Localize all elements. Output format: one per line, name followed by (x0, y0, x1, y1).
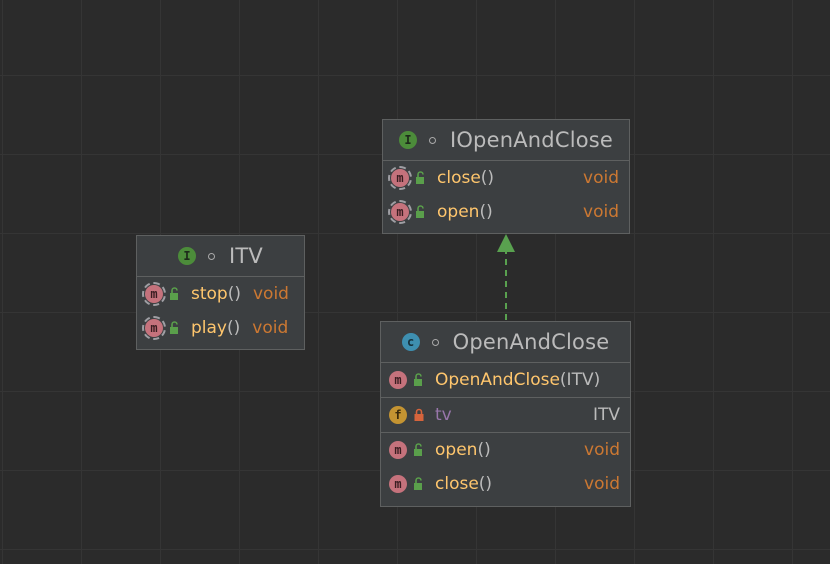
public-visibility-icon (170, 287, 178, 300)
member-params: () (478, 474, 493, 494)
public-visibility-icon (416, 205, 424, 218)
node-iopenandclose[interactable]: I IOpenAndClose m close () void m (382, 119, 630, 234)
member-name: stop (191, 284, 228, 304)
member-row[interactable]: m open () void (383, 195, 629, 229)
member-params: () (227, 318, 241, 338)
member-params: (ITV) (559, 370, 601, 390)
fields-section: f tv ITV (381, 398, 630, 433)
member-params: () (479, 202, 493, 222)
member-name: open (435, 440, 478, 460)
node-title: ITV (229, 244, 263, 268)
abstract-method-icon: m (142, 316, 166, 340)
member-name: tv (435, 405, 452, 425)
member-type: ITV (592, 405, 620, 425)
node-header: c OpenAndClose (381, 322, 630, 363)
public-visibility-icon (414, 443, 422, 456)
constructors-section: m OpenAndClose (ITV) (381, 363, 630, 398)
member-row[interactable]: f tv ITV (381, 398, 630, 432)
member-type: void (583, 202, 619, 222)
class-icon: c (401, 333, 420, 351)
method-icon: m (389, 475, 407, 493)
member-type: void (252, 284, 289, 304)
member-type: void (584, 440, 620, 460)
member-row[interactable]: m close () void (383, 161, 629, 195)
package-visibility-icon (428, 136, 436, 144)
node-header: I ITV (137, 236, 304, 277)
member-type: void (584, 474, 620, 494)
member-row[interactable]: m OpenAndClose (ITV) (381, 363, 630, 397)
abstract-method-icon: m (388, 166, 412, 190)
package-visibility-icon (208, 252, 215, 260)
member-type: void (583, 168, 619, 188)
abstract-method-icon: m (142, 282, 166, 306)
member-row[interactable]: m close () void (381, 467, 630, 501)
member-row[interactable]: m play () void (137, 311, 304, 345)
method-icon: m (389, 441, 407, 459)
public-visibility-icon (416, 171, 424, 184)
public-visibility-icon (414, 477, 422, 490)
member-name: close (435, 474, 479, 494)
member-name: play (191, 318, 227, 338)
method-icon: m (389, 371, 407, 389)
public-visibility-icon (170, 321, 178, 334)
private-visibility-icon (414, 408, 424, 421)
field-icon: f (389, 406, 407, 424)
methods-section: m close () void m open () void (383, 161, 629, 229)
member-name: close (437, 168, 481, 188)
package-visibility-icon (431, 338, 439, 346)
member-row[interactable]: m stop () void (137, 277, 304, 311)
member-params: () (227, 284, 241, 304)
member-params: () (480, 168, 495, 188)
member-row[interactable]: m open () void (381, 433, 630, 467)
member-params: () (477, 440, 491, 460)
realization-arrowhead (497, 234, 515, 252)
node-title: IOpenAndClose (449, 128, 614, 152)
node-openandclose[interactable]: c OpenAndClose m OpenAndClose (ITV) f (380, 321, 631, 507)
methods-section: m open () void m close () void (381, 433, 630, 501)
member-type: void (252, 318, 289, 338)
node-title: OpenAndClose (452, 330, 610, 354)
abstract-method-icon: m (388, 200, 412, 224)
member-name: OpenAndClose (435, 370, 560, 390)
node-header: I IOpenAndClose (383, 120, 629, 161)
methods-section: m stop () void m play () void (137, 277, 304, 345)
node-itv[interactable]: I ITV m stop () void m play (136, 235, 305, 350)
interface-icon: I (178, 247, 196, 265)
public-visibility-icon (414, 373, 422, 386)
member-name: open (437, 202, 480, 222)
interface-icon: I (398, 131, 417, 149)
